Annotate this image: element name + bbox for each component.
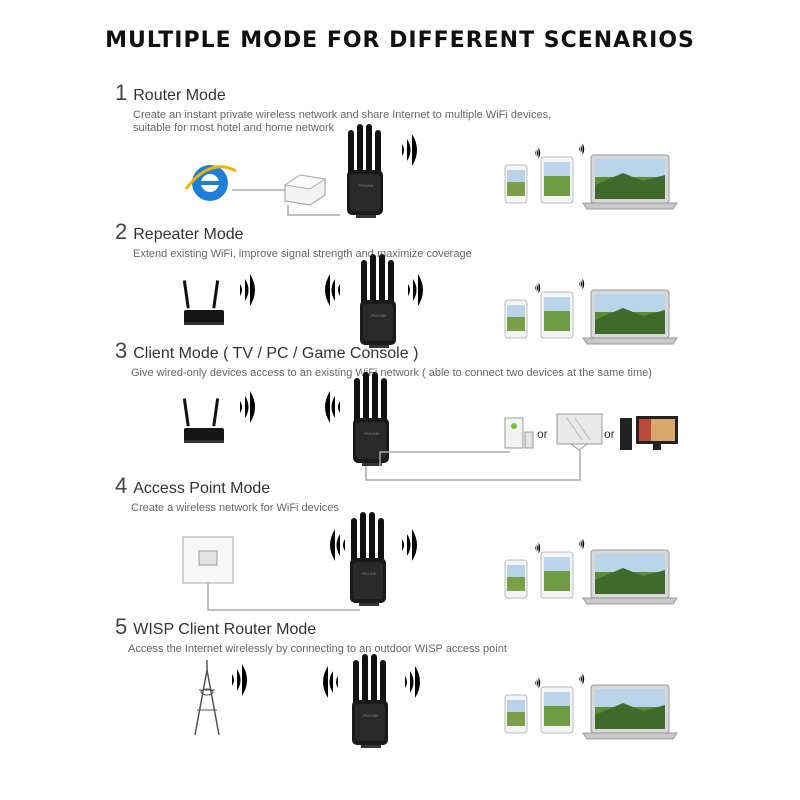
modem-icon xyxy=(283,174,327,206)
client-devices xyxy=(505,278,677,344)
mode-1-name: Router Mode xyxy=(133,87,226,104)
client-devices xyxy=(505,673,677,739)
game-console-icon xyxy=(504,417,534,449)
wifi-extender-icon xyxy=(347,124,383,218)
wifi-signal-icon xyxy=(325,274,340,306)
or-label-1: or xyxy=(537,427,548,441)
router-icon xyxy=(182,398,224,443)
wifi-signal-icon xyxy=(408,274,423,306)
mode-5-heading: 5 WISP Client Router Mode xyxy=(115,614,316,640)
mode-2-number: 2 xyxy=(115,219,128,244)
wifi-extender-icon xyxy=(350,512,386,606)
wifi-extender-icon xyxy=(352,654,388,748)
mode-3-description: Give wired-only devices access to an exi… xyxy=(131,367,652,380)
wisp-tower-icon xyxy=(194,660,220,736)
mode-4-illustration xyxy=(182,512,677,611)
mode-3-desc-line-1: Give wired-only devices access to an exi… xyxy=(131,367,652,379)
mode-4-name: Access Point Mode xyxy=(133,480,271,497)
or-label-2: or xyxy=(604,427,615,441)
wifi-signal-icon xyxy=(240,391,255,423)
mode-5-description: Access the Internet wirelessly by connec… xyxy=(128,643,507,656)
wifi-extender-icon xyxy=(360,254,396,348)
client-devices xyxy=(505,143,677,209)
mode-1-desc-line-2: suitable for most hotel and home network xyxy=(133,122,335,134)
mode-2-description: Extend existing WiFi, improve signal str… xyxy=(133,248,472,261)
wifi-signal-icon xyxy=(232,664,247,696)
wifi-signal-icon xyxy=(405,666,420,698)
mode-1-description: Create an instant private wireless netwo… xyxy=(133,109,551,135)
mode-1-illustration xyxy=(184,124,677,218)
wifi-signal-icon xyxy=(323,666,338,698)
wifi-signal-icon xyxy=(240,274,255,306)
mode-4-description: Create a wireless network for WiFi devic… xyxy=(131,502,339,515)
page-title: MULTIPLE MODE FOR DIFFERENT SCENARIOS xyxy=(105,28,695,53)
wifi-signal-icon xyxy=(330,529,345,561)
pc-icon xyxy=(620,416,678,450)
mode-5-illustration xyxy=(194,654,677,748)
mode-2-name: Repeater Mode xyxy=(133,226,244,243)
mode-3-name: Client Mode ( TV / PC / Game Console ) xyxy=(133,345,419,362)
mode-1-desc-line-1: Create an instant private wireless netwo… xyxy=(133,109,552,121)
wifi-signal-icon xyxy=(402,134,417,166)
router-icon xyxy=(182,280,224,325)
mode-2-illustration xyxy=(182,254,677,348)
mode-1-number: 1 xyxy=(115,80,128,105)
mode-3-heading: 3 Client Mode ( TV / PC / Game Console ) xyxy=(115,338,418,364)
wifi-signal-icon xyxy=(402,529,417,561)
mode-2-heading: 2 Repeater Mode xyxy=(115,219,244,245)
client-devices xyxy=(505,538,677,604)
mode-4-number: 4 xyxy=(115,473,128,498)
mode-3-number: 3 xyxy=(115,338,128,363)
wifi-signal-icon xyxy=(325,391,340,423)
internet-explorer-icon xyxy=(184,165,237,201)
mode-4-desc-line-1: Create a wireless network for WiFi devic… xyxy=(131,502,339,514)
mode-1-heading: 1 Router Mode xyxy=(115,80,226,106)
mode-4-heading: 4 Access Point Mode xyxy=(115,473,270,499)
mode-5-desc-line-1: Access the Internet wirelessly by connec… xyxy=(128,643,507,655)
mode-3-illustration xyxy=(182,372,678,481)
tv-icon xyxy=(556,413,603,451)
wall-socket-icon xyxy=(182,536,234,584)
mode-5-name: WISP Client Router Mode xyxy=(133,621,317,638)
mode-5-number: 5 xyxy=(115,614,128,639)
mode-2-desc-line-1: Extend existing WiFi, improve signal str… xyxy=(133,248,472,260)
